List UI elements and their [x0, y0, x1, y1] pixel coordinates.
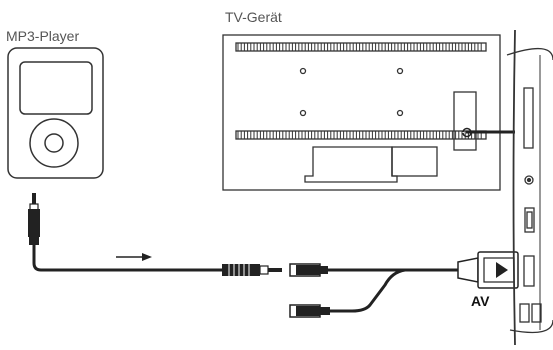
tv-mount-hole [299, 109, 307, 117]
tv-terminal-box [453, 91, 477, 151]
arrow-right-icon [116, 253, 152, 261]
usb-port-2 [531, 303, 542, 323]
tv-mount-hole [396, 67, 404, 75]
card-slot [523, 87, 534, 149]
adapter-socket [289, 263, 328, 277]
hdmi-port [524, 207, 535, 233]
tv-vent-slats [237, 43, 482, 139]
headphone-socket [524, 175, 534, 185]
tv-mount-hole [299, 67, 307, 75]
adapter-branch-cable [330, 268, 406, 313]
av-connector [457, 251, 519, 289]
tv-side-panel [506, 29, 553, 346]
tv-bottom-vent [235, 130, 487, 140]
tv-stand-right [391, 146, 438, 177]
mp3-player-label: MP3-Player [6, 28, 80, 44]
av-port-arrow-icon [496, 262, 508, 278]
mp3-player [7, 47, 104, 179]
av-label: AV [471, 293, 490, 309]
mp3-player-screen [19, 61, 93, 115]
tv-label: TV-Gerät [225, 9, 282, 25]
tv-set [222, 34, 501, 191]
tv-top-vent [235, 42, 487, 52]
av-port [523, 255, 535, 287]
mp3-player-click-wheel [29, 118, 79, 168]
usb-port-1 [519, 303, 530, 323]
tv-stand-block [304, 146, 398, 183]
tv-back-panel [222, 34, 501, 191]
mp3-jack-plug [28, 193, 40, 245]
tv-mount-hole [396, 109, 404, 117]
branch-socket [289, 304, 330, 318]
audio-cable [32, 245, 222, 272]
mp3-player-body [7, 47, 104, 179]
audio-jack-plug [222, 264, 282, 276]
mp3-player-center-button [44, 133, 64, 153]
